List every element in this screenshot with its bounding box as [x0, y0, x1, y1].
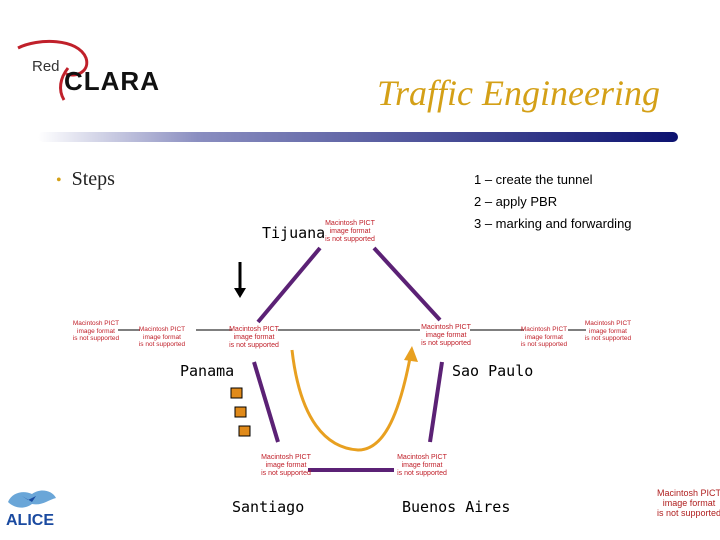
step-3: 3 – marking and forwarding — [474, 216, 632, 231]
pict-line2: image format — [425, 332, 467, 339]
pict-line1: Macintosh PICT — [397, 454, 447, 461]
alice-logo-text: ALICE — [6, 512, 54, 529]
redclara-logo-swirl — [17, 39, 89, 101]
pict-line3: is not supported — [261, 470, 311, 477]
pict-line1: Macintosh PICT — [584, 320, 632, 327]
redclara-logo: Red CLARA — [8, 38, 159, 108]
pict-line1: Macintosh PICT — [72, 320, 120, 327]
router-santiago-placeholder: Macintosh PICT image format is not suppo… — [250, 454, 322, 478]
pict-line3: is not supported — [397, 470, 447, 477]
router-left-inner-placeholder: Macintosh PICT image format is not suppo… — [130, 326, 194, 349]
pict-line1: Macintosh PICT — [229, 326, 279, 333]
pict-line1: Macintosh PICT — [520, 326, 568, 333]
router-panama-placeholder: Macintosh PICT image format is not suppo… — [218, 326, 290, 350]
router-buenosaires-placeholder: Macintosh PICT image format is not suppo… — [386, 454, 458, 478]
logo-red-text: Red — [32, 58, 60, 75]
pict-line3: is not supported — [229, 342, 279, 349]
packet-3 — [238, 425, 251, 437]
bullet-steps-label: Steps — [71, 168, 115, 190]
link-panama-santiago — [252, 361, 280, 443]
city-label-saopaulo: Sao Paulo — [452, 362, 534, 380]
corner-pict-placeholder: Macintosh PICT image format is not suppo… — [654, 488, 720, 518]
packet-1 — [230, 387, 243, 399]
pict-line1: Macintosh PICT — [138, 326, 186, 333]
pict-line2: image format — [143, 333, 181, 341]
pict-line1: Macintosh PICT — [325, 220, 375, 227]
pbr-arrowhead-icon — [404, 346, 418, 362]
router-tijuana-placeholder: Macintosh PICT image format is not suppo… — [314, 220, 386, 244]
alice-logo: ALICE — [2, 484, 62, 538]
bullet-dot-icon: • — [56, 172, 62, 189]
pict-line2: image format — [77, 327, 115, 335]
title-underline-bar — [38, 132, 678, 142]
pict-line3: is not supported — [584, 335, 632, 342]
router-right-inner-placeholder: Macintosh PICT image format is not suppo… — [512, 326, 576, 349]
pict-line2: image format — [525, 333, 563, 341]
pict-line2: image format — [233, 334, 275, 341]
step-2: 2 – apply PBR — [474, 194, 558, 209]
logo-clara-text: CLARA — [64, 66, 160, 96]
pict-line1: Macintosh PICT — [421, 324, 471, 331]
bullet-steps: • Steps — [56, 168, 115, 191]
city-label-santiago: Santiago — [232, 498, 305, 516]
alice-map-icon — [8, 490, 56, 508]
router-saopaulo-placeholder: Macintosh PICT image format is not suppo… — [410, 324, 482, 348]
pict-line2: image format — [265, 462, 307, 469]
pict-line3: is not supported — [656, 508, 720, 518]
city-label-panama: Panama — [180, 362, 235, 380]
input-arrow-head-icon — [234, 288, 246, 298]
pict-line2: image format — [329, 228, 371, 235]
link-saopaulo-buenosaires — [428, 361, 444, 443]
pict-line3: is not supported — [520, 341, 568, 348]
page-title: Traffic Engineering — [377, 73, 660, 113]
router-far-right-placeholder: Macintosh PICT image format is not suppo… — [576, 320, 640, 343]
city-label-tijuana: Tijuana — [262, 224, 326, 242]
router-far-left-placeholder: Macintosh PICT image format is not suppo… — [64, 320, 128, 343]
pict-line3: is not supported — [421, 340, 471, 347]
pict-line2: image format — [662, 498, 716, 508]
pict-line1: Macintosh PICT — [261, 454, 311, 461]
pict-line1: Macintosh PICT — [656, 488, 720, 498]
pict-line2: image format — [401, 462, 443, 469]
packet-2 — [234, 406, 247, 418]
pict-line3: is not supported — [72, 335, 120, 342]
pict-line3: is not supported — [138, 341, 186, 348]
city-label-buenosaires: Buenos Aires — [402, 498, 511, 516]
pbr-path — [290, 349, 412, 452]
step-1: 1 – create the tunnel — [474, 172, 593, 187]
pict-line3: is not supported — [325, 236, 375, 243]
link-tijuana-panama — [256, 246, 322, 324]
link-tijuana-saopaulo — [372, 246, 442, 322]
pict-line2: image format — [589, 327, 627, 335]
